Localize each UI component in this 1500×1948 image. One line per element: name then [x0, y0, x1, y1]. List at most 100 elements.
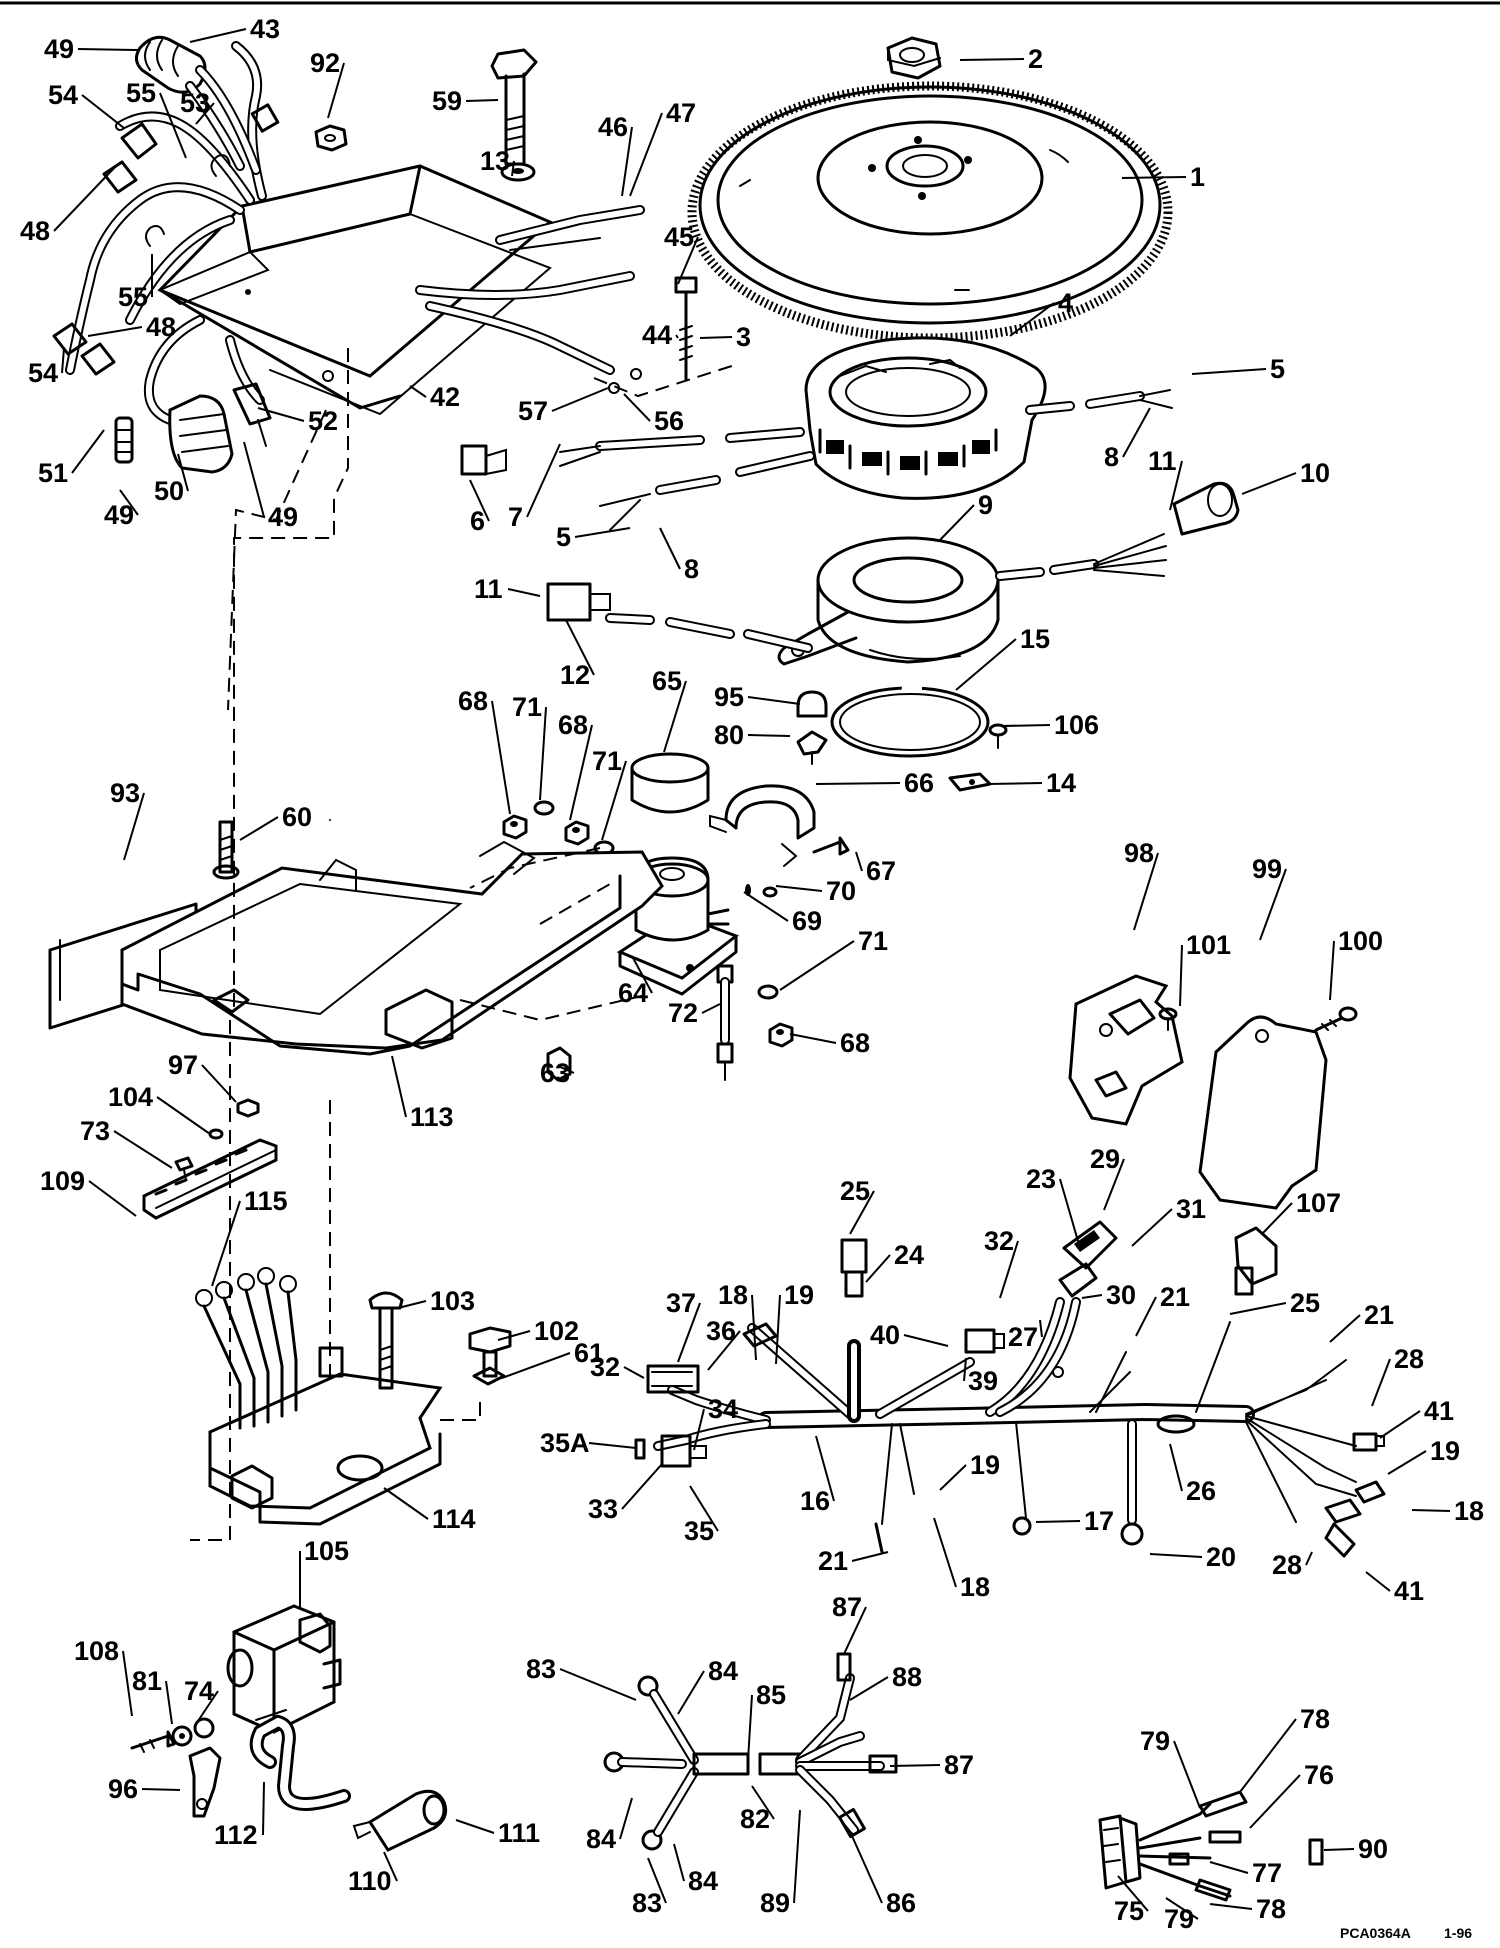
leader-line-1 — [1121, 176, 1187, 179]
callout-label-83: 83 — [632, 1888, 662, 1918]
part-connector-107 — [1234, 1226, 1278, 1296]
callout-label-57: 57 — [518, 396, 548, 426]
callout-label-46: 46 — [598, 112, 628, 142]
leader-line-81 — [165, 1680, 173, 1725]
leader-line-101 — [1179, 944, 1183, 1007]
leader-line-19 — [1387, 1450, 1427, 1475]
leader-line-49 — [243, 441, 265, 518]
leader-line-16 — [815, 1435, 835, 1502]
part-connector-37 — [646, 1364, 700, 1394]
leader-line-23 — [1059, 1178, 1081, 1249]
part-clamp-66 — [709, 784, 816, 867]
leader-line-8 — [659, 527, 681, 570]
leader-line-92 — [327, 62, 345, 119]
callout-label-45: 45 — [664, 222, 694, 252]
leader-line-18 — [933, 1517, 957, 1588]
callout-label-66: 66 — [904, 768, 934, 798]
leader-line-20 — [1149, 1553, 1203, 1558]
callout-label-35A: 35A — [540, 1428, 590, 1458]
leader-line-51 — [71, 429, 105, 474]
callout-label-16: 16 — [800, 1486, 830, 1516]
callout-label-78: 78 — [1300, 1704, 1330, 1734]
leader-line-96 — [141, 1788, 181, 1791]
part-connector-6 — [460, 444, 507, 476]
callout-label-48: 48 — [20, 216, 50, 246]
leader-line-40 — [903, 1334, 949, 1347]
leader-line-30 — [1081, 1294, 1103, 1299]
callout-label-71: 71 — [592, 746, 622, 776]
part-connector-39 — [964, 1328, 1005, 1354]
callout-label-111: 111 — [498, 1818, 540, 1848]
leader-line-52 — [257, 407, 305, 422]
callout-label-85: 85 — [756, 1680, 786, 1710]
callout-label-98: 98 — [1124, 838, 1154, 868]
callout-label-11: 11 — [474, 574, 503, 604]
footer-drawing-date: 1-96 — [1444, 1925, 1472, 1941]
callout-label-35: 35 — [684, 1516, 714, 1546]
leader-line-27 — [1039, 1319, 1043, 1338]
callout-label-113: 113 — [410, 1102, 454, 1132]
callout-label-25: 25 — [840, 1176, 870, 1206]
part-plug-terminals — [114, 382, 272, 474]
leader-line-65 — [663, 680, 687, 753]
callout-label-6: 6 — [470, 506, 485, 536]
part-washer-13 — [500, 162, 536, 182]
leader-line-68 — [789, 1033, 837, 1044]
leader-line-56 — [623, 393, 651, 422]
leader-line-83 — [647, 1857, 667, 1904]
leader-line-48 — [87, 326, 143, 337]
part-connector-35A — [634, 1438, 646, 1460]
part-screw-106 — [988, 723, 1008, 749]
leader-line-48 — [53, 165, 117, 232]
callout-label-108: 108 — [74, 1636, 119, 1666]
leader-line-14 — [987, 782, 1043, 785]
callout-label-78: 78 — [1256, 1894, 1286, 1924]
part-bracket-98 — [1068, 974, 1184, 1126]
leader-line-88 — [849, 1676, 889, 1701]
callout-label-18: 18 — [1454, 1496, 1484, 1526]
leader-line-73 — [113, 1130, 173, 1169]
leader-line-25 — [1229, 1302, 1287, 1315]
part-clip-80 — [796, 730, 828, 765]
callout-label-87: 87 — [944, 1750, 974, 1780]
callout-label-70: 70 — [826, 876, 856, 906]
callout-label-23: 23 — [1026, 1164, 1056, 1194]
part-nut-92 — [314, 124, 348, 152]
callout-label-68: 68 — [558, 710, 588, 740]
part-terminals-28-41 — [1324, 1432, 1386, 1558]
callout-label-31: 31 — [1176, 1194, 1206, 1224]
leader-line-89 — [793, 1809, 801, 1904]
callout-label-21: 21 — [818, 1546, 848, 1576]
callout-label-43: 43 — [250, 14, 280, 44]
part-terminal-19 — [742, 1322, 778, 1348]
callout-label-29: 29 — [1090, 1144, 1120, 1174]
part-mounting-plate — [120, 819, 664, 1056]
leader-line-71 — [779, 940, 855, 991]
leader-line-85 — [747, 1694, 753, 1761]
part-bolt-103 — [368, 1291, 404, 1390]
callout-label-72: 72 — [668, 998, 698, 1028]
leader-line-11 — [507, 588, 541, 597]
part-switch-connector — [1098, 1790, 1324, 1902]
leader-line-60 — [239, 816, 279, 841]
leader-line-57 — [551, 387, 609, 412]
callout-label-79: 79 — [1164, 1904, 1194, 1934]
leader-line-12 — [565, 619, 595, 676]
footer-drawing-code: PCA0364A — [1340, 1925, 1411, 1941]
callout-label-105: 105 — [304, 1536, 349, 1566]
leader-line-67 — [855, 851, 863, 872]
callout-label-96: 96 — [108, 1774, 138, 1804]
callout-label-49: 49 — [268, 502, 298, 532]
callout-label-75: 75 — [1114, 1896, 1144, 1926]
leader-line-34 — [693, 1408, 705, 1451]
callout-label-55: 55 — [126, 78, 156, 108]
leader-line-5 — [574, 527, 631, 538]
part-terminal-block — [142, 1138, 278, 1220]
callout-label-81: 81 — [132, 1666, 162, 1696]
part-power-pack-base — [195, 1267, 443, 1526]
callout-label-10: 10 — [1300, 458, 1330, 488]
leader-line-32 — [623, 1366, 645, 1379]
leader-line-49 — [119, 489, 139, 516]
callout-label-92: 92 — [310, 48, 340, 78]
leader-line-84 — [677, 1670, 705, 1715]
